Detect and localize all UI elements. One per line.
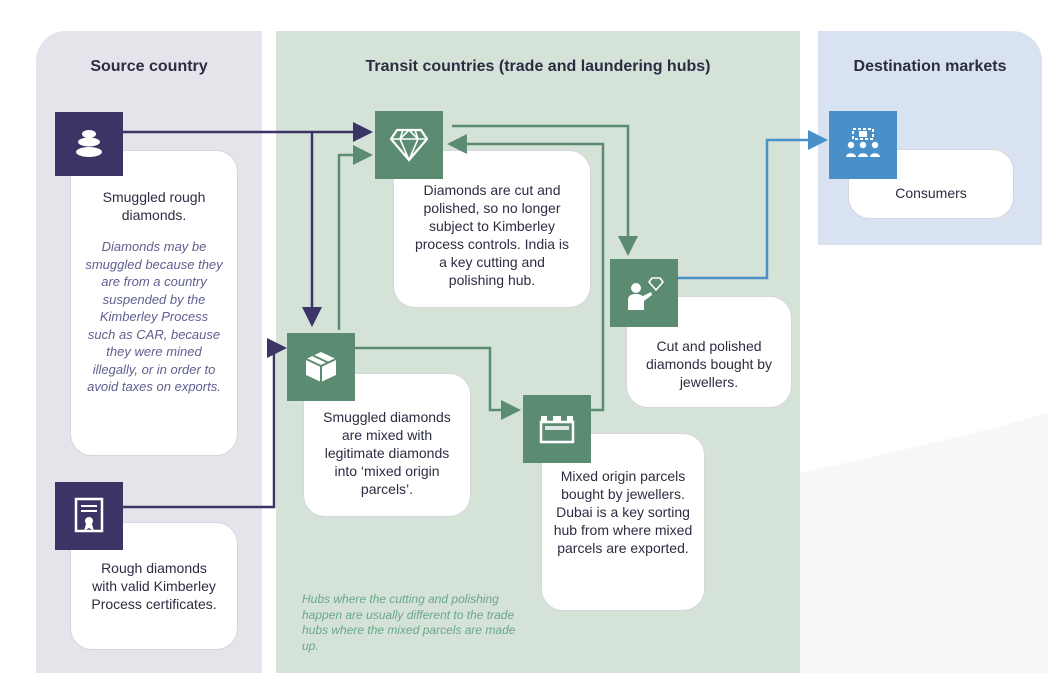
consumers-icon [829, 111, 897, 179]
coin-stack-icon [55, 112, 123, 176]
transit-column-title: Transit countries (trade and laundering … [365, 58, 711, 75]
smuggled-rough-note: Diamonds may be smuggled because they ar… [85, 239, 223, 394]
smuggled-rough-text: Smuggled rough diamonds. [102, 189, 206, 223]
smuggled-rough-card: Smuggled rough diamonds. Diamonds may be… [70, 150, 238, 456]
diamond-icon [375, 111, 443, 179]
rough-valid-card: Rough diamonds with valid Kimberley Proc… [70, 522, 238, 650]
parcel-box-icon [287, 333, 355, 401]
arrow-valid-to-mixing [122, 338, 287, 509]
arrow-cutting-to-jewellers [452, 124, 638, 256]
mixed-bought-text: Mixed origin parcels bought by jewellers… [553, 468, 693, 556]
arrow-jewellers-to-consumers [677, 130, 828, 280]
mixed-parcels-card: Smuggled diamonds are mixed with legitim… [303, 373, 471, 517]
certificate-icon [55, 482, 123, 550]
jeweller-icon [610, 259, 678, 327]
decorative-swoosh [800, 413, 1048, 673]
rough-valid-text: Rough diamonds with valid Kimberley Proc… [91, 560, 217, 612]
source-column-title: Source country [90, 58, 208, 75]
sorting-hub-icon [523, 395, 591, 463]
arrow-sorting-to-cutting [447, 134, 605, 412]
arrow-mixing-to-sorting [355, 346, 521, 420]
destination-column-title: Destination markets [853, 58, 1007, 75]
arrow-mixing-to-cutting [337, 145, 373, 330]
jewellers-text: Cut and polished diamonds bought by jewe… [645, 338, 773, 390]
mixed-parcels-text: Smuggled diamonds are mixed with legitim… [323, 409, 451, 497]
cut-polished-hub-text: Diamonds are cut and polished, so no lon… [414, 182, 570, 288]
hubs-footnote: Hubs where the cutting and polishing hap… [302, 592, 516, 653]
consumers-text: Consumers [895, 185, 967, 201]
